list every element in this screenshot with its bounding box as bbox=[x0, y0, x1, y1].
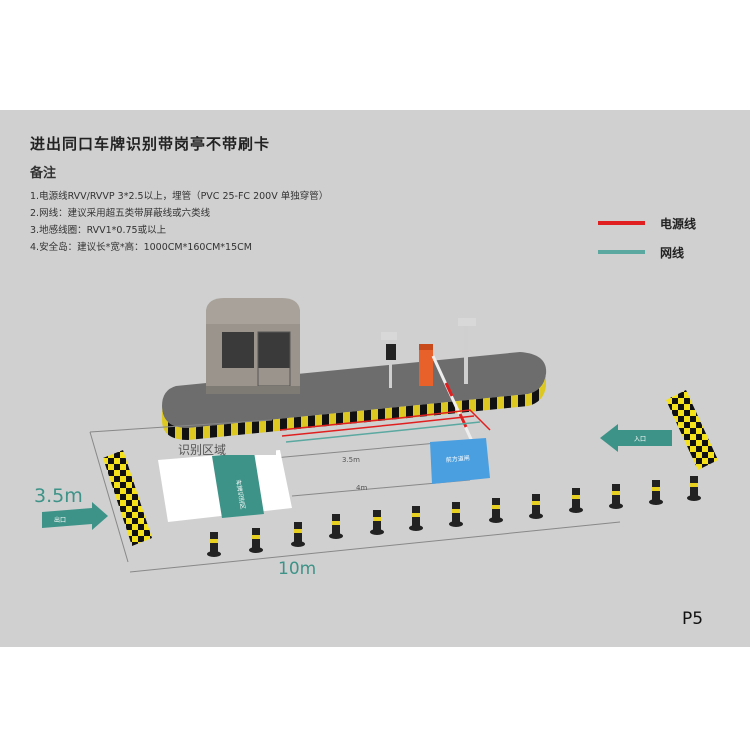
parking-lane-illustration: 识别区域 3.5m 10m 3.5m 4m 出口 入口 车牌识别区 前方道闸 bbox=[34, 221, 718, 579]
bollard bbox=[609, 484, 623, 509]
exit-arrow bbox=[42, 502, 108, 530]
exit-arrow-text: 出口 bbox=[54, 516, 66, 524]
checkered-post-right bbox=[666, 390, 718, 470]
camera-pole-left bbox=[381, 332, 397, 388]
entry-arrow-text: 入口 bbox=[634, 436, 646, 443]
blue-plate-text: 前方道闸 bbox=[445, 454, 470, 464]
legend-power-label: 电源线 bbox=[660, 217, 697, 231]
notes-heading: 备注 bbox=[30, 166, 57, 181]
bollard bbox=[649, 480, 663, 505]
note-item: 4.安全岛：建议长*宽*高：1000CM*160CM*15CM bbox=[30, 242, 252, 253]
barrier-gate bbox=[419, 344, 478, 451]
recognition-zone-label: 识别区域 bbox=[178, 443, 226, 457]
camera-pole-right bbox=[458, 318, 476, 384]
recognition-zone bbox=[150, 445, 292, 522]
bollard bbox=[207, 532, 221, 557]
bollard bbox=[529, 494, 543, 519]
bollard-row bbox=[207, 476, 701, 557]
page-title: 进出同口车牌识别带岗亭不带刷卡 bbox=[30, 135, 271, 153]
note-item: 1.电源线RVV/RVVP 3*2.5以上，埋管（PVC 25-FC 200V … bbox=[30, 191, 329, 202]
bollard bbox=[687, 476, 701, 501]
length-dimension: 10m bbox=[278, 559, 316, 579]
safety-island bbox=[162, 352, 547, 440]
page-number: P5 bbox=[682, 609, 704, 629]
entry-arrow bbox=[600, 424, 672, 452]
note-item: 2.网线：建议采用超五类带屏蔽线或六类线 bbox=[30, 208, 211, 219]
bollard bbox=[569, 488, 583, 513]
note-item: 3.地感线圈：RVV1*0.75或以上 bbox=[30, 225, 167, 236]
small-dimension-2: 4m bbox=[356, 484, 367, 492]
bollard bbox=[249, 528, 263, 553]
bollard bbox=[409, 506, 423, 531]
blue-guide-plate bbox=[430, 438, 490, 484]
cable-runs bbox=[279, 409, 491, 443]
bollard bbox=[489, 498, 503, 523]
width-dimension: 3.5m bbox=[34, 485, 83, 507]
guard-booth bbox=[206, 298, 300, 394]
diagram-panel: 识别区域 3.5m 10m 3.5m 4m 出口 入口 车牌识别区 前方道闸 进… bbox=[0, 110, 750, 647]
bollard bbox=[329, 514, 343, 539]
bollard bbox=[370, 510, 384, 535]
bollard bbox=[449, 502, 463, 527]
checkered-post-left bbox=[103, 450, 152, 546]
bollard bbox=[291, 522, 305, 547]
small-dimension-1: 3.5m bbox=[342, 456, 360, 464]
legend-network-label: 网线 bbox=[660, 246, 685, 260]
